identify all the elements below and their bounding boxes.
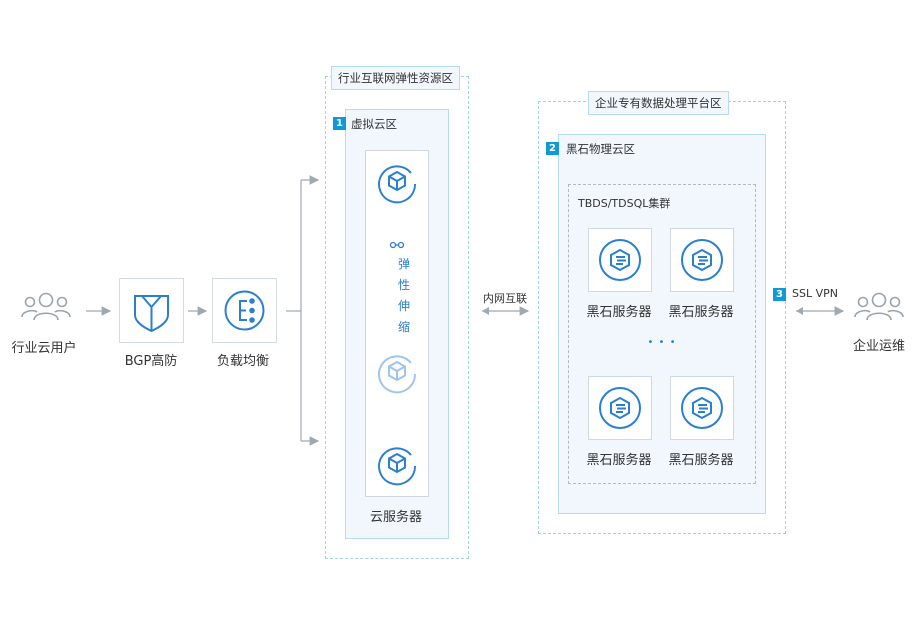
cube-icon bbox=[378, 447, 417, 486]
physical-server-3 bbox=[588, 376, 652, 440]
physical-server-4 bbox=[670, 376, 734, 440]
physical-region-title: 黑石物理云区 bbox=[566, 142, 635, 156]
bgp-label: BGP高防 bbox=[124, 354, 178, 369]
cloud-server-label: 云服务器 bbox=[369, 510, 422, 525]
virtual-region-title: 虚拟云区 bbox=[351, 117, 397, 131]
physical-server-label: 黑石服务器 bbox=[586, 305, 652, 320]
bgp-node bbox=[119, 278, 184, 343]
lb-label: 负载均衡 bbox=[216, 354, 269, 369]
load-balancer-icon bbox=[224, 290, 265, 331]
vpn-link-label: SSL VPN bbox=[792, 287, 838, 300]
cluster-title: TBDS/TDSQL集群 bbox=[578, 197, 671, 210]
cube-icon bbox=[378, 355, 417, 394]
physical-cloud-region bbox=[558, 134, 766, 514]
users-node bbox=[20, 290, 72, 322]
more-servers-ellipsis: • • • bbox=[647, 337, 677, 348]
physical-server-icon bbox=[681, 239, 723, 281]
physical-server-icon bbox=[681, 387, 723, 429]
region-number-1: 1 bbox=[333, 117, 346, 130]
platform-zone-title: 企业专有数据处理平台区 bbox=[588, 91, 729, 115]
cloud-server-card bbox=[365, 150, 429, 497]
cloud-server-bottom bbox=[375, 442, 419, 486]
ops-node bbox=[853, 290, 905, 322]
users-group-icon bbox=[21, 292, 71, 321]
physical-server-2 bbox=[670, 228, 734, 292]
physical-server-icon bbox=[599, 387, 641, 429]
physical-server-label: 黑石服务器 bbox=[668, 305, 734, 320]
scale-vertical-label: 弹 性 伸 缩 bbox=[397, 254, 411, 338]
physical-server-icon bbox=[599, 239, 641, 281]
intranet-link-label: 内网互联 bbox=[483, 292, 527, 305]
physical-server-label: 黑石服务器 bbox=[586, 453, 652, 468]
shield-icon bbox=[134, 295, 169, 333]
region-number-2: 2 bbox=[546, 142, 559, 155]
lb-node bbox=[212, 278, 277, 343]
scale-char: 弹 bbox=[397, 257, 410, 271]
scale-char: 伸 bbox=[397, 299, 410, 313]
physical-server-label: 黑石服务器 bbox=[668, 453, 734, 468]
scale-char: 性 bbox=[397, 278, 410, 292]
physical-server-1 bbox=[588, 228, 652, 292]
ops-label: 企业运维 bbox=[852, 339, 905, 354]
users-group-icon bbox=[854, 292, 904, 321]
scaling-icon bbox=[389, 236, 405, 249]
cloud-server-mid bbox=[375, 350, 419, 394]
users-label: 行业云用户 bbox=[11, 341, 77, 356]
link-number-3: 3 bbox=[773, 288, 786, 301]
cloud-server-top bbox=[375, 160, 419, 204]
tbds-tdsql-cluster bbox=[568, 184, 756, 484]
scale-char: 缩 bbox=[397, 320, 410, 334]
cube-icon bbox=[378, 165, 417, 204]
elastic-zone-title: 行业互联网弹性资源区 bbox=[331, 66, 460, 90]
